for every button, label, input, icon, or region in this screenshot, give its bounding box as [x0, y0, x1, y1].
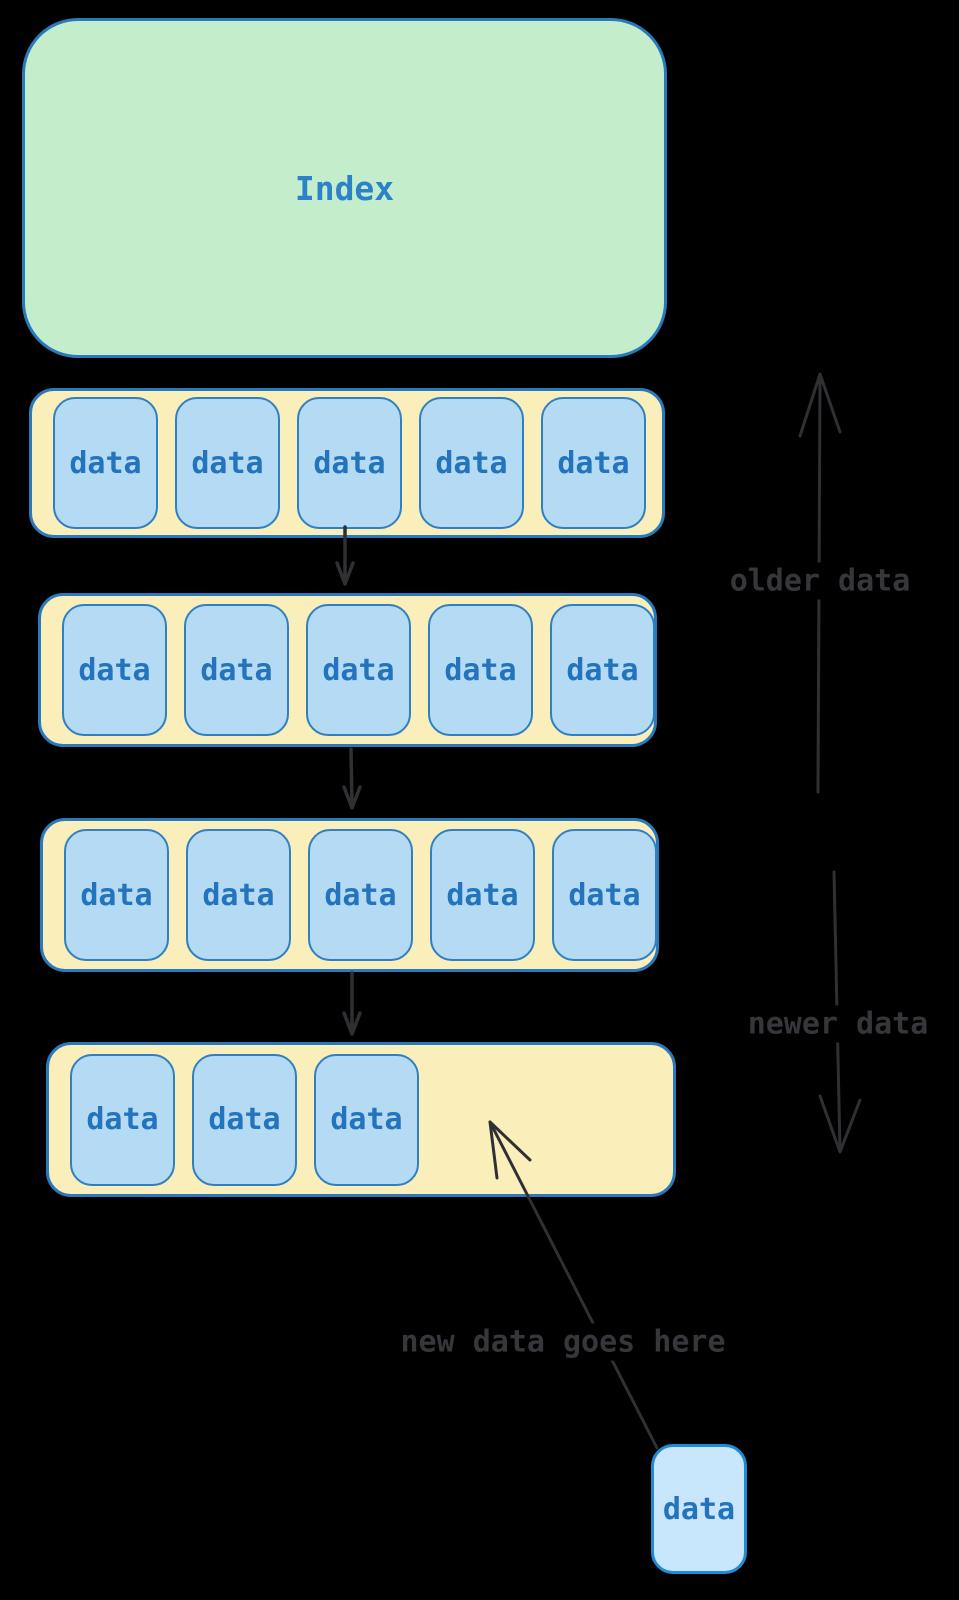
new-data-arrow-icon: [488, 1120, 659, 1450]
segment-row-2: data data data data data: [38, 593, 657, 747]
down-arrow-icon: [342, 747, 362, 810]
data-cell: data: [186, 829, 291, 961]
data-cell: data: [428, 604, 533, 736]
incoming-data-cell: data: [651, 1444, 747, 1574]
data-cell: data: [53, 397, 158, 529]
down-arrow-icon: [342, 971, 362, 1036]
down-arrow-icon: [335, 525, 355, 586]
index-label: Index: [294, 168, 395, 208]
data-cell: data: [297, 397, 402, 529]
index-box: Index: [22, 18, 667, 358]
data-cell: data: [70, 1053, 175, 1186]
data-cell: data: [306, 604, 411, 736]
data-cell: data: [550, 604, 655, 736]
data-cell: data: [541, 397, 646, 529]
data-cell: data: [175, 397, 280, 529]
older-data-label: older data: [725, 562, 915, 600]
data-cell: data: [314, 1053, 419, 1186]
segment-row-4-current: data data data: [46, 1042, 676, 1197]
data-cell: data: [192, 1053, 297, 1186]
data-cell: data: [62, 604, 167, 736]
data-cell: data: [552, 829, 657, 961]
data-cell: data: [430, 829, 535, 961]
data-cell: data: [308, 829, 413, 961]
data-cell: data: [419, 397, 524, 529]
segment-row-3: data data data data data: [40, 818, 659, 972]
data-cell: data: [64, 829, 169, 961]
newer-data-label: newer data: [743, 1005, 933, 1043]
new-data-goes-here-label: new data goes here: [396, 1323, 730, 1361]
data-cell: data: [184, 604, 289, 736]
segment-row-1: data data data data data: [29, 388, 665, 538]
